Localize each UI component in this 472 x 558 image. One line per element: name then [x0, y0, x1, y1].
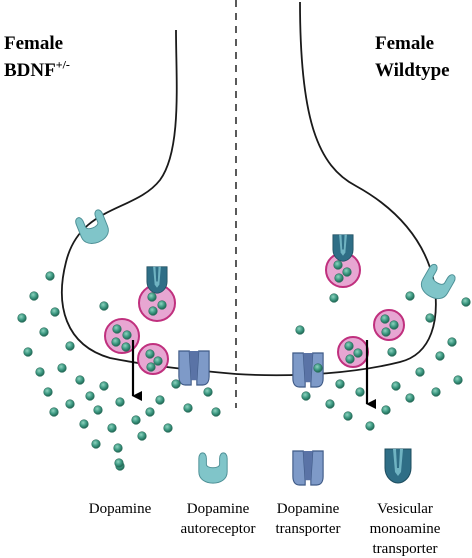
free-dopamine-molecules — [17, 271, 471, 471]
legend-autoreceptor-label: Dopamine autoreceptor — [166, 499, 270, 539]
dopamine-molecule — [405, 393, 415, 403]
dopamine-molecule — [387, 347, 397, 357]
dopamine-molecule — [57, 363, 67, 373]
left-vesicle-middle — [104, 318, 140, 354]
right-vesicle-right — [373, 309, 405, 341]
left-panel-genotype: BDNF — [4, 60, 56, 81]
left-terminal-outline — [61, 29, 237, 375]
dopamine-molecule — [93, 405, 103, 415]
dopamine-molecule — [65, 341, 75, 351]
left-vmat-icon — [146, 266, 168, 294]
legend-dopamine-icon — [114, 458, 124, 468]
dopamine-molecule — [435, 351, 445, 361]
left-dopamine-transporter — [178, 350, 210, 386]
dopamine-molecule — [23, 347, 33, 357]
dopamine-molecule — [301, 391, 311, 401]
dopamine-molecule — [137, 431, 147, 441]
right-autoreceptor — [416, 262, 458, 304]
dopamine-molecule — [155, 395, 165, 405]
dopamine-molecule — [295, 325, 305, 335]
dopamine-molecule — [365, 421, 375, 431]
dopamine-molecule — [405, 291, 415, 301]
dopamine-molecule — [85, 391, 95, 401]
dopamine-molecule — [29, 291, 39, 301]
dopamine-molecule — [431, 387, 441, 397]
dopamine-molecule — [107, 423, 117, 433]
dopamine-molecule — [113, 443, 123, 453]
dopamine-molecule — [343, 411, 353, 421]
legend-autoreceptor-line1: Dopamine — [186, 501, 250, 517]
dopamine-molecule — [211, 407, 221, 417]
dopamine-molecule — [91, 439, 101, 449]
legend-transporter-label: Dopamine transporter — [258, 499, 358, 539]
dopamine-molecule — [163, 423, 173, 433]
legend-autoreceptor-icon — [198, 452, 228, 484]
dopamine-molecule — [35, 367, 45, 377]
legend-autoreceptor-line2: autoreceptor — [180, 521, 256, 537]
right-vesicle-bottom — [337, 336, 369, 368]
dopamine-molecule — [43, 387, 53, 397]
left-panel-label: Female BDNF+/- — [4, 30, 70, 84]
dopamine-molecule — [313, 363, 323, 373]
right-panel-line2: Wildtype — [375, 60, 450, 81]
left-vesicle-bottom — [137, 343, 169, 375]
left-autoreceptor — [73, 208, 113, 248]
right-vmat-icon — [332, 234, 354, 262]
dopamine-molecule — [183, 403, 193, 413]
left-panel-superscript: +/- — [55, 57, 70, 72]
legend-transporter-line2: transporter — [275, 521, 341, 537]
dopamine-molecule — [39, 327, 49, 337]
legend-vmat-line3: transporter — [372, 541, 438, 557]
dopamine-molecule — [453, 375, 463, 385]
dopamine-molecule — [131, 415, 141, 425]
dopamine-molecule — [461, 297, 471, 307]
dopamine-molecule — [99, 301, 109, 311]
dopamine-molecule — [49, 407, 59, 417]
right-vesicle-top — [325, 234, 361, 288]
dopamine-molecule — [355, 387, 365, 397]
dopamine-molecule — [335, 379, 345, 389]
right-panel-label: Female Wildtype — [375, 30, 450, 84]
dopamine-molecule — [325, 399, 335, 409]
dopamine-molecule — [145, 407, 155, 417]
dopamine-molecule — [171, 379, 181, 389]
legend-transporter-icon — [292, 450, 324, 486]
dopamine-molecule — [329, 293, 339, 303]
left-panel-line2: BDNF+/- — [4, 57, 70, 84]
legend-dopamine-label: Dopamine — [72, 499, 168, 519]
left-panel-line1: Female — [4, 33, 64, 54]
dopamine-molecule — [415, 367, 425, 377]
dopamine-molecule — [447, 337, 457, 347]
dopamine-molecule — [79, 419, 89, 429]
dopamine-molecule — [391, 381, 401, 391]
dopamine-molecule — [203, 387, 213, 397]
legend-dopamine-text: Dopamine — [88, 501, 152, 517]
legend-vmat-line2: monoamine — [369, 521, 441, 537]
legend-vmat-line1: Vesicular — [377, 501, 433, 517]
dopamine-molecule — [425, 313, 435, 323]
right-panel-line1: Female — [375, 33, 435, 54]
dopamine-molecule — [45, 271, 55, 281]
left-vesicle-top — [138, 266, 176, 322]
dopamine-molecule — [381, 405, 391, 415]
legend-vmat-icon — [384, 448, 412, 484]
legend-transporter-line1: Dopamine — [276, 501, 340, 517]
dopamine-molecule — [50, 307, 60, 317]
dopamine-molecule — [17, 313, 27, 323]
legend-vmat-label: Vesicular monoamine transporter — [350, 499, 460, 558]
dopamine-molecule — [99, 381, 109, 391]
dopamine-molecule — [65, 399, 75, 409]
dopamine-molecule — [115, 397, 125, 407]
dopamine-molecule — [75, 375, 85, 385]
